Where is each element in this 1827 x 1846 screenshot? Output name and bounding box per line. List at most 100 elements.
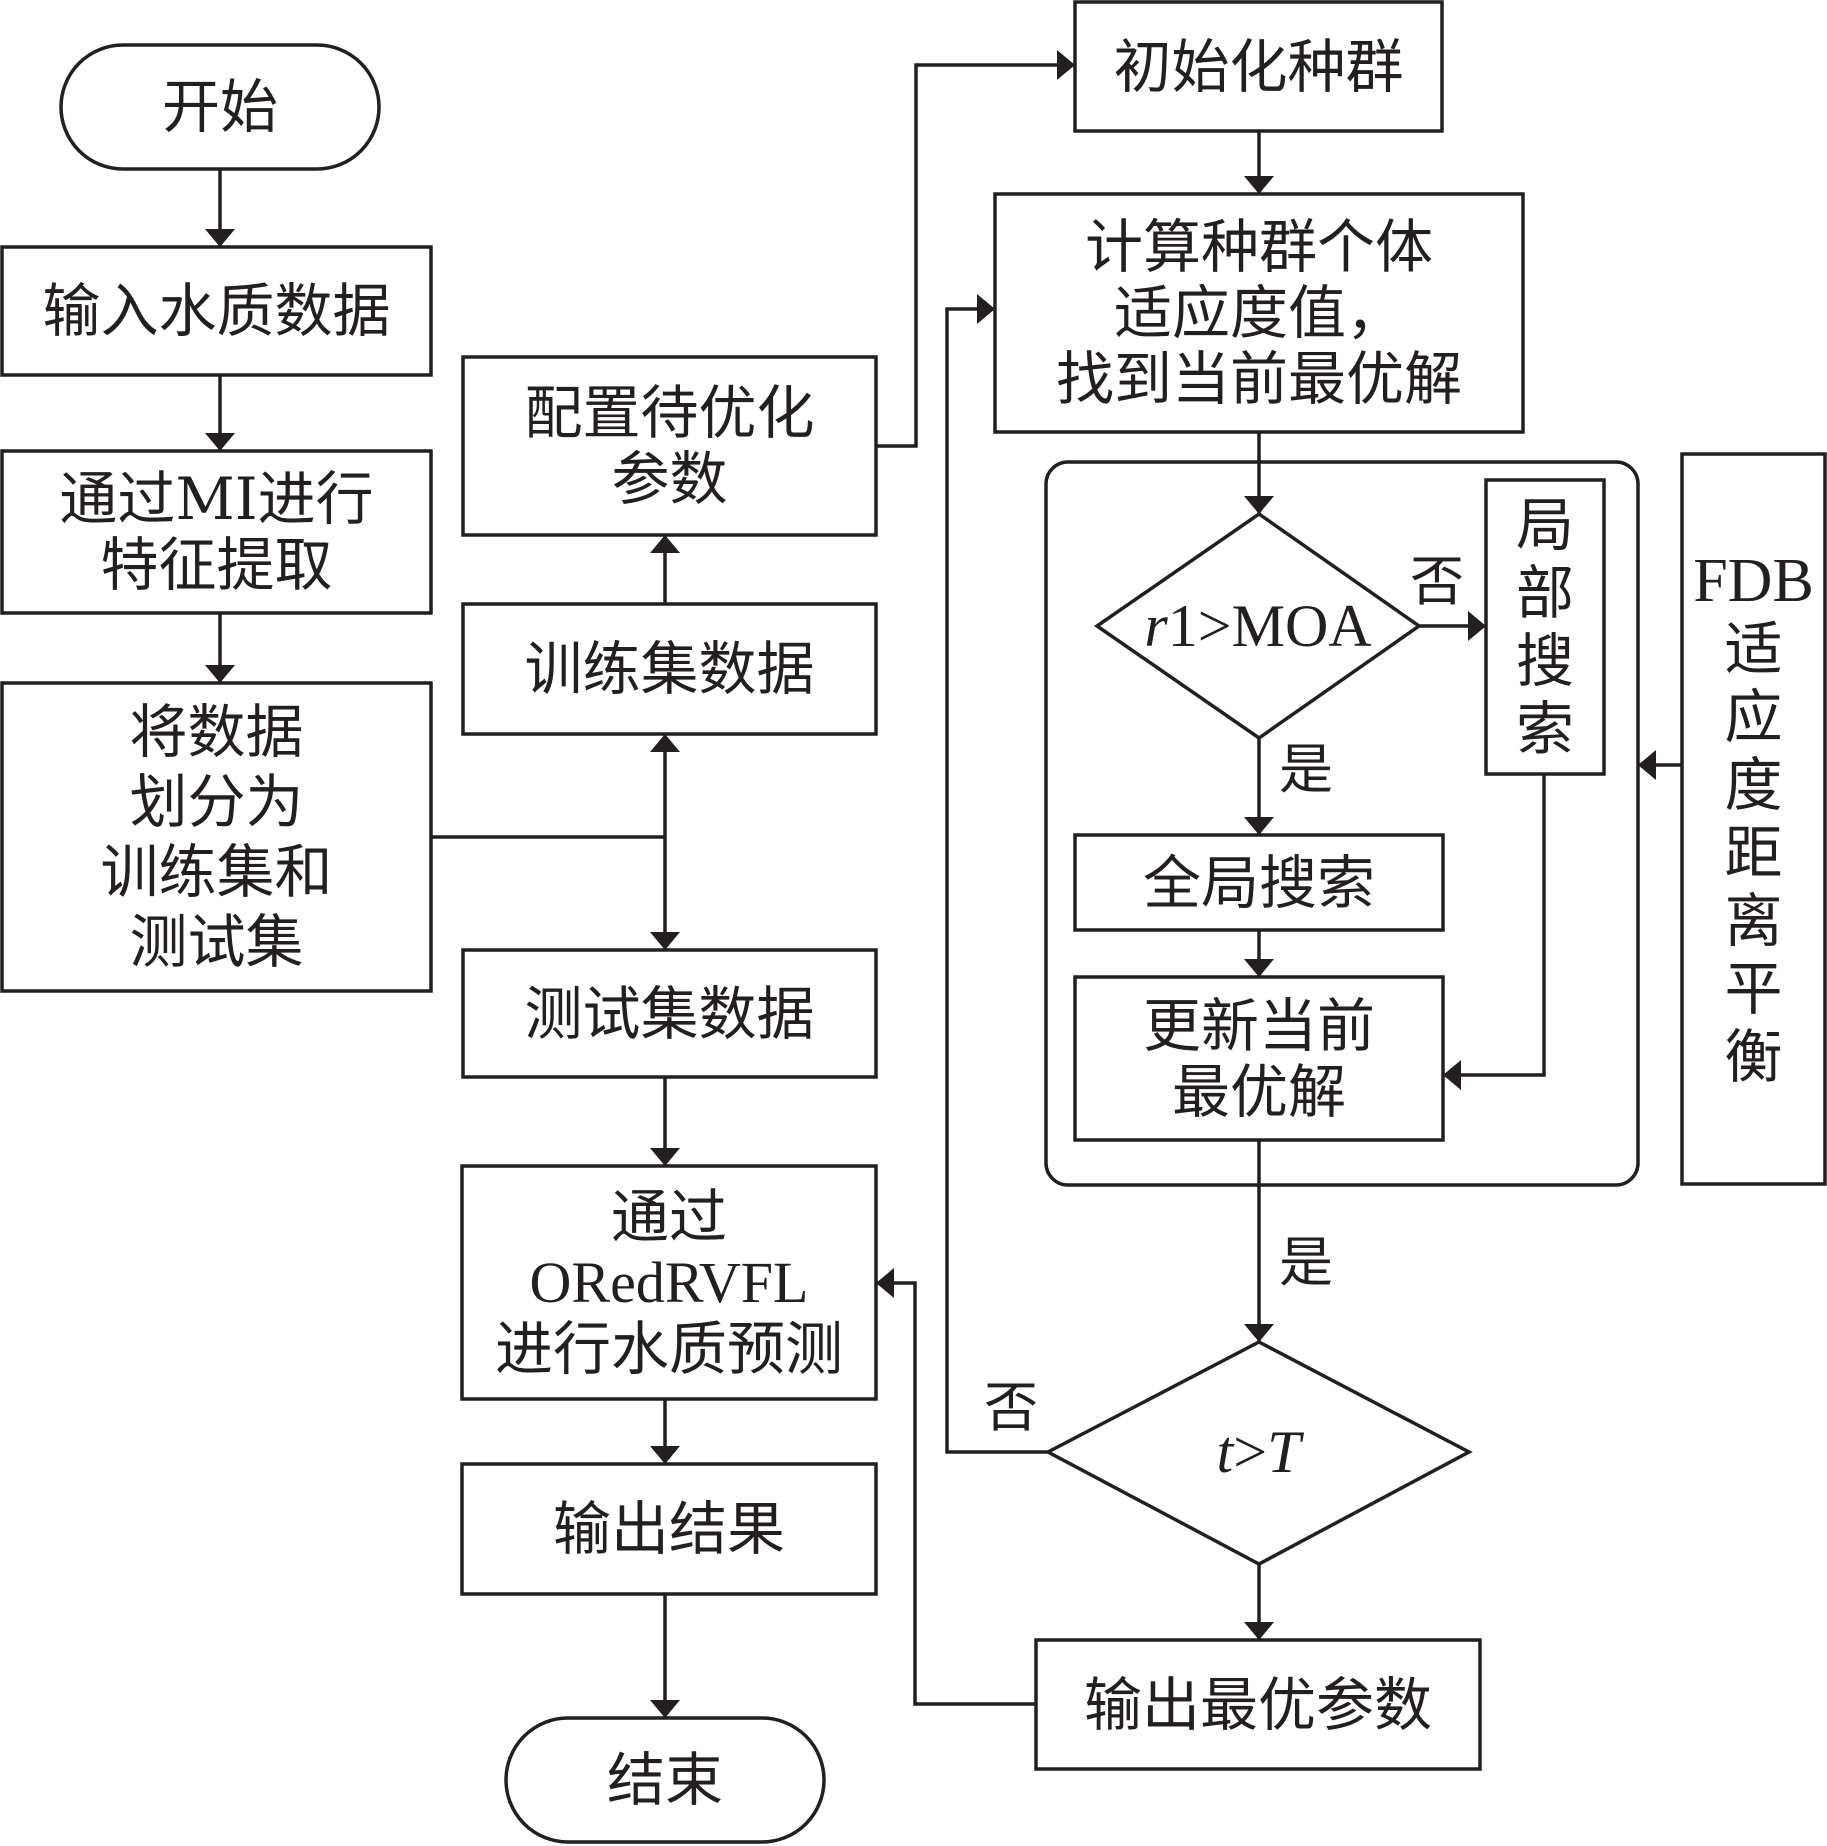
predict-node: 通过 ORedRVFL 进行水质预测 (462, 1166, 876, 1399)
test-data-label: 测试集数据 (524, 979, 815, 1048)
t-decision-right: T (1267, 1419, 1301, 1485)
arrow-down-icon (650, 1148, 680, 1166)
split-label-line2: 划分为 (129, 768, 304, 836)
global-search-node: 全局搜索 (1075, 835, 1443, 930)
fdb-char-2: 应 (1724, 683, 1783, 751)
init-population-label: 初始化种群 (1113, 32, 1404, 101)
train-box-shape (461, 602, 878, 736)
fdb-box-shape (1680, 452, 1827, 1186)
arrow-down-icon (1244, 817, 1274, 835)
predict-label-line2: ORedRVFL (529, 1249, 809, 1315)
arrow-down-icon (1244, 1324, 1274, 1342)
update-label-line2: 最优解 (1171, 1057, 1346, 1126)
arrow-right-icon (1468, 611, 1486, 641)
arrow-down-icon (205, 665, 235, 683)
split-box-shape (0, 681, 433, 993)
update-best-node: 更新当前 最优解 (1075, 977, 1443, 1140)
arrowheads (205, 50, 1656, 1718)
output-result-box-shape (460, 1462, 878, 1596)
compute-label-line2: 适应度值， (1113, 279, 1404, 347)
fdb-char-1: 适 (1724, 615, 1783, 683)
arrow-down-icon (650, 1700, 680, 1718)
config-params-node: 配置待优化 参数 (463, 357, 876, 535)
compute-label-line3: 找到当前最优解 (1055, 345, 1462, 413)
mi-box-shape (0, 449, 433, 615)
compute-box-shape (993, 192, 1525, 434)
fdb-char-6: 平 (1724, 955, 1783, 1023)
output-result-node: 输出结果 (462, 1464, 876, 1594)
arrow-down-icon (650, 1446, 680, 1464)
local-search-node: 局 部 搜 索 (1486, 480, 1604, 774)
moa-condition: 1>MOA (1167, 593, 1372, 659)
arrow-down-icon (650, 932, 680, 950)
arrow-left-icon (1443, 1060, 1461, 1090)
fdb-node: FDB 适 应 度 距 离 平 衡 (1682, 454, 1825, 1184)
local-char-3: 搜 (1515, 627, 1574, 695)
t-decision-node: t > T (1048, 1416, 1469, 1488)
init-population-node: 初始化种群 (1075, 2, 1442, 131)
output-params-node: 输出最优参数 (1036, 1640, 1480, 1769)
fdb-char-3: 度 (1724, 751, 1783, 819)
start-label: 开始 (161, 73, 278, 141)
arrow-up-icon (650, 535, 680, 553)
moa-var-r: r (1144, 593, 1168, 659)
test-data-node: 测试集数据 (463, 950, 876, 1077)
global-search-box-shape (1073, 833, 1445, 932)
predict-label-line3: 进行水质预测 (494, 1314, 843, 1383)
update-label-line1: 更新当前 (1142, 991, 1375, 1060)
fdb-char-5: 离 (1724, 887, 1783, 955)
train-data-label: 训练集数据 (524, 635, 815, 703)
edge-label-t-no: 否 (984, 1376, 1038, 1439)
mi-feature-node: 通过MI进行 特征提取 (2, 451, 431, 613)
predict-box-shape (460, 1164, 878, 1401)
fdb-char-4: 距 (1724, 819, 1783, 887)
end-label: 结束 (606, 1746, 723, 1814)
arrow-up-icon (650, 734, 680, 752)
global-search-label: 全局搜索 (1142, 848, 1375, 917)
config-label-line1: 配置待优化 (524, 379, 815, 447)
split-label-line3: 训练集和 (100, 838, 333, 906)
train-data-node: 训练集数据 (463, 604, 876, 734)
t-decision-left: t (1216, 1419, 1234, 1485)
split-label-line4: 测试集 (129, 908, 304, 976)
edge-label-t-yes: 是 (1279, 1231, 1333, 1294)
split-data-node: 将数据 划分为 训练集和 测试集 (2, 683, 431, 991)
arrow-left-icon (876, 1268, 894, 1298)
compute-label-line1: 计算种群个体 (1084, 213, 1433, 281)
start-node: 开始 (61, 45, 379, 169)
arrow-down-icon (1244, 959, 1274, 977)
local-char-1: 局 (1515, 491, 1574, 559)
arrow-right-icon (1057, 50, 1075, 80)
update-box-shape (1073, 975, 1445, 1142)
edge-label-moa-no: 否 (1410, 550, 1464, 613)
config-label-line2: 参数 (611, 445, 728, 513)
fdb-head: FDB (1693, 547, 1814, 615)
arrow-right-icon (977, 294, 995, 324)
arrow-left-icon (1638, 750, 1656, 780)
input-data-node: 输入水质数据 (2, 247, 431, 375)
input-data-label: 输入水质数据 (42, 277, 391, 345)
output-params-label: 输出最优参数 (1083, 1670, 1432, 1739)
compute-fitness-node: 计算种群个体 适应度值， 找到当前最优解 (995, 194, 1523, 432)
t-decision-op: > (1233, 1419, 1268, 1485)
split-label-line1: 将数据 (129, 698, 304, 766)
arrow-down-icon (1244, 1622, 1274, 1640)
arrow-down-icon (1244, 176, 1274, 194)
arrow-down-icon (205, 433, 235, 451)
end-node: 结束 (506, 1718, 824, 1842)
predict-label-line1: 通过 (610, 1182, 727, 1251)
arrow-down-icon (1244, 496, 1274, 514)
moa-decision-node: r 1>MOA (1097, 590, 1419, 662)
output-result-label: 输出结果 (552, 1495, 785, 1563)
edge-label-moa-yes: 是 (1279, 738, 1333, 801)
config-box-shape (461, 355, 878, 537)
local-char-2: 部 (1515, 559, 1574, 627)
mi-feature-label-line2: 特征提取 (100, 531, 333, 599)
local-char-4: 索 (1515, 695, 1574, 763)
mi-feature-label-line1: 通过MI进行 (59, 465, 374, 533)
fdb-char-7: 衡 (1724, 1023, 1783, 1091)
test-box-shape (461, 948, 878, 1079)
arrow-down-icon (205, 229, 235, 247)
input-box-shape (0, 245, 433, 377)
